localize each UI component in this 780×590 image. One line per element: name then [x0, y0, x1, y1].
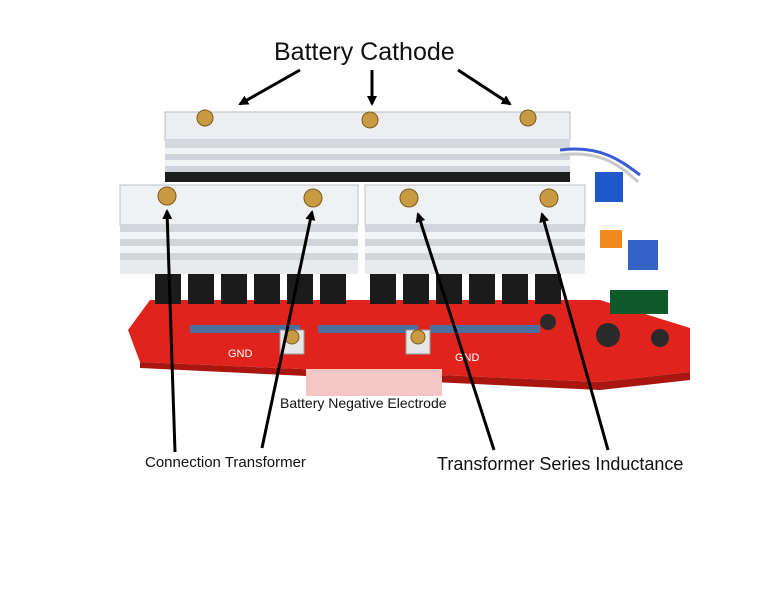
- arrow-series-left: [415, 212, 496, 451]
- mosfet-row: [155, 274, 561, 304]
- negative-label-highlight: [306, 369, 442, 396]
- resistor-strip: [190, 325, 540, 333]
- arrow-series-right: [539, 212, 610, 451]
- annotation-arrows: [162, 68, 610, 453]
- wire: [559, 147, 641, 177]
- wire: [559, 152, 640, 184]
- transformer-series-label: Transformer Series Inductance: [437, 454, 684, 474]
- arrow-cathode-left: [238, 68, 301, 106]
- arrow-connection-right: [260, 210, 316, 449]
- gnd-label-right: GND: [455, 352, 480, 364]
- arrow-cathode-right: [457, 68, 512, 106]
- gnd-label-left: GND: [228, 348, 253, 360]
- control-components: [540, 172, 669, 347]
- connection-transformer-label: Connection Transformer: [145, 454, 306, 471]
- battery-cathode-label: Battery Cathode: [274, 38, 455, 66]
- screw: [157, 109, 559, 345]
- arrow-connection-left: [162, 209, 177, 453]
- battery-negative-label: Battery Negative Electrode: [280, 395, 447, 411]
